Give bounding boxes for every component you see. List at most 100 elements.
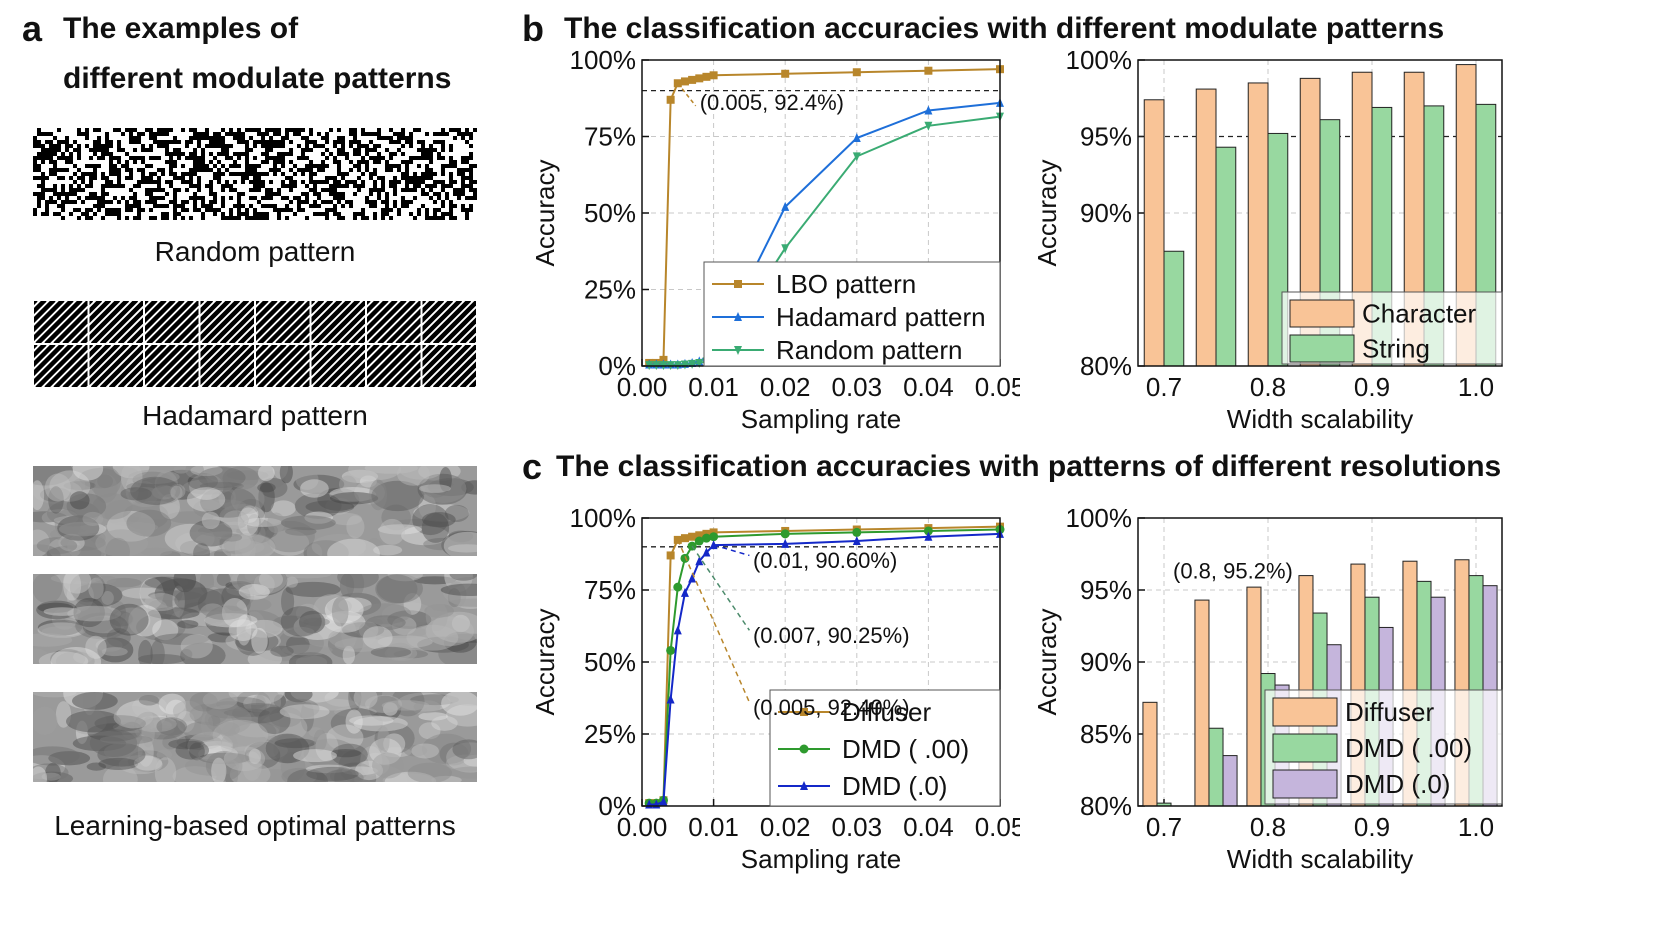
y-axis-label: Accuracy	[1032, 160, 1062, 267]
learned-pattern-blob	[147, 599, 168, 618]
hadamard-tile	[311, 301, 365, 343]
learned-pattern-blob	[95, 575, 117, 584]
learned-pattern-blob	[447, 588, 461, 608]
learned-pattern-blob	[139, 577, 164, 610]
learned-pattern-blob	[223, 510, 249, 530]
learned-pattern-blob	[106, 628, 131, 648]
data-point	[780, 529, 790, 539]
hadamard-tile	[89, 301, 143, 343]
learned-pattern-blob	[381, 747, 412, 758]
learned-pattern-blob	[295, 469, 319, 490]
learned-pattern-blob	[270, 645, 294, 657]
data-point	[781, 244, 790, 254]
learned-pattern-blob	[353, 716, 408, 732]
learned-pattern-blob	[239, 629, 276, 639]
learned-pattern-blob	[240, 505, 259, 523]
x-tick-label: 0.8	[1250, 372, 1286, 402]
learned-pattern-blob	[170, 610, 194, 630]
learned-pattern-blob	[138, 695, 159, 706]
x-tick-label: 0.01	[688, 812, 739, 842]
learned-pattern-blob	[259, 470, 286, 489]
learned-pattern-blob	[104, 521, 159, 533]
data-point	[680, 360, 689, 370]
learned-pattern-blob	[206, 468, 241, 483]
learned-pattern-blob	[382, 702, 398, 716]
learned-pattern-blob	[48, 486, 64, 514]
learned-pattern-blob	[185, 466, 204, 479]
y-tick-label: 80%	[1080, 791, 1132, 821]
learned-pattern-blob	[33, 511, 67, 523]
data-point	[923, 526, 933, 536]
learned-pattern-blob	[290, 692, 339, 703]
learned-pattern-blob	[33, 771, 74, 782]
learned-pattern-blob	[451, 614, 470, 633]
learned-pattern-blob	[387, 610, 432, 629]
learned-pattern-blob	[424, 484, 447, 498]
learned-pattern-blob	[182, 479, 233, 495]
learned-pattern-blob	[48, 751, 91, 766]
learned-pattern-blob	[243, 611, 266, 642]
learned-pattern-blob	[154, 633, 209, 645]
learned-pattern-blob	[448, 530, 474, 543]
learned-pattern-blob	[38, 651, 89, 664]
learned-pattern-blob	[145, 720, 172, 731]
y-axis-label: Accuracy	[530, 160, 560, 267]
learned-pattern-blob	[72, 466, 104, 481]
learned-pattern-blob	[348, 466, 402, 481]
learned-pattern-blob	[396, 466, 430, 486]
learned-pattern-blob	[172, 766, 217, 782]
learned-pattern-blob	[265, 520, 315, 553]
x-tick-label: 0.9	[1354, 372, 1390, 402]
learned-pattern-blob	[324, 610, 366, 633]
learned-pattern-blob	[418, 466, 461, 481]
y-tick-label: 100%	[1066, 50, 1133, 75]
legend-label: DMD ( .00)	[842, 734, 969, 764]
learned-pattern-blob	[186, 487, 226, 512]
learned-pattern-blob	[75, 720, 89, 745]
learned-pattern-blob	[207, 621, 255, 634]
x-tick-label: 0.04	[903, 372, 954, 402]
learned-pattern-blob	[403, 592, 422, 615]
learned-pattern-blob	[223, 746, 266, 772]
learned-pattern-blob	[412, 504, 449, 536]
data-point	[799, 744, 809, 754]
legend-label: Hadamard pattern	[776, 302, 986, 332]
data-point	[673, 582, 683, 592]
learned-pattern-blob	[183, 721, 222, 741]
learned-pattern-blob	[244, 517, 282, 527]
random-pattern-image	[33, 128, 477, 220]
learned-pattern-blob	[101, 591, 114, 605]
hadamard-tile	[311, 345, 365, 387]
data-point	[680, 77, 689, 86]
data-point	[688, 359, 697, 369]
learned-pattern-blob	[154, 578, 208, 609]
learned-pattern-blob	[207, 632, 238, 643]
learned-pattern-blob	[348, 692, 362, 712]
learned-pattern-blob	[45, 762, 61, 782]
legend-swatch	[1272, 733, 1338, 763]
data-point	[695, 358, 704, 368]
learned-pattern-blob	[295, 655, 328, 664]
learned-pattern-blob	[181, 611, 235, 627]
y-tick-label: 85%	[1080, 719, 1132, 749]
learned-pattern-blob	[228, 610, 283, 640]
learned-pattern-blob	[33, 755, 65, 780]
learned-pattern-blob	[126, 486, 164, 507]
learned-pattern-blob	[123, 501, 169, 531]
learned-pattern-blob	[128, 469, 180, 485]
learned-pattern-blob	[134, 715, 177, 733]
hadamard-pattern-tiles	[34, 301, 476, 387]
learned-pattern-blob	[413, 702, 427, 715]
learned-pattern-blob	[281, 587, 295, 616]
learned-pattern-blob	[226, 583, 266, 597]
learned-pattern-blob	[197, 524, 254, 538]
learned-pattern-blob	[331, 743, 368, 766]
bar	[1195, 88, 1217, 367]
learned-pattern-blob	[441, 530, 477, 556]
x-axis-label: Width scalability	[1227, 844, 1413, 874]
learned-pattern-blob	[94, 715, 146, 732]
annotation-label: (0.005, 92.40%)	[753, 695, 910, 720]
learned-pattern-blob	[55, 651, 95, 664]
learned-pattern-blob	[403, 744, 428, 757]
learned-pattern-blob	[103, 743, 143, 761]
